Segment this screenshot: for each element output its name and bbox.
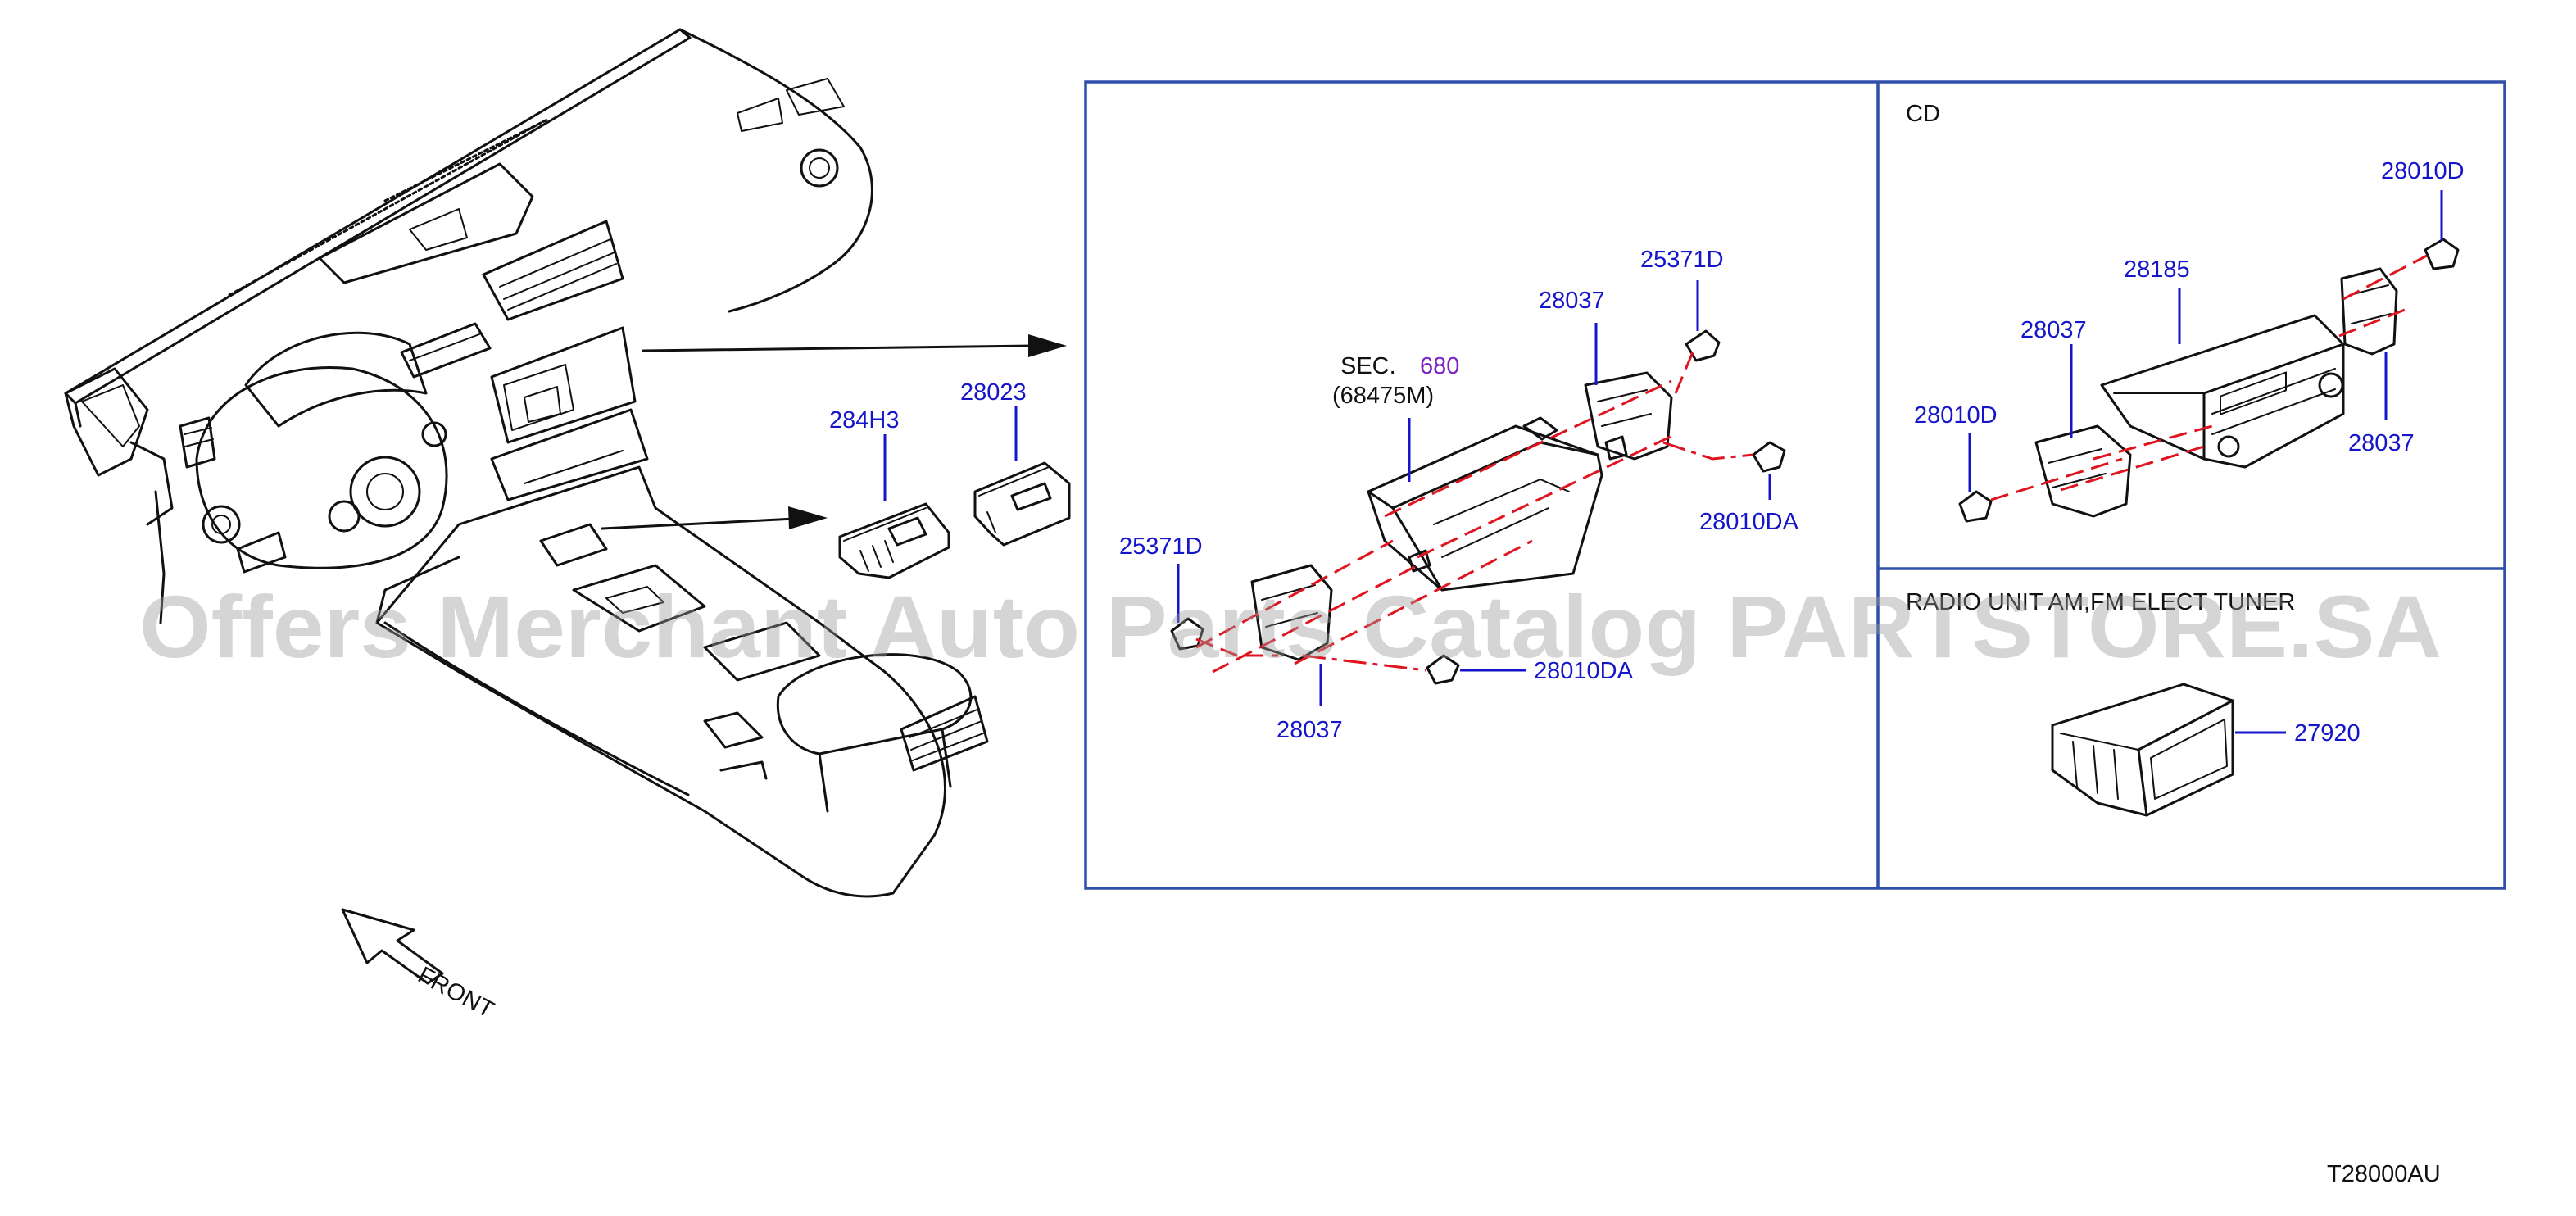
label-25371d-top: 25371D (1640, 247, 1724, 273)
label-cd-28037-right: 28037 (2348, 430, 2415, 456)
cd-title: CD (1906, 101, 1940, 127)
label-sec-ref: (68475M) (1332, 383, 1434, 409)
label-27920: 27920 (2294, 720, 2361, 746)
part-284h3: 284H3 (829, 407, 950, 579)
radio-panel: RADIO UNIT AM,FM ELECT TUNER 27920 (1906, 589, 2361, 817)
label-cd-28010d-top: 28010D (2381, 158, 2465, 184)
label-sec: SEC. (1340, 353, 1396, 379)
label-sec-number: 680 (1420, 353, 1459, 379)
label-25371d-left: 25371D (1119, 533, 1203, 560)
label-cd-28010d-left: 28010D (1914, 402, 1998, 429)
detail-frames (1084, 80, 2506, 890)
part-28023: 28023 (960, 379, 1071, 547)
watermark: Offers Merchant Auto Parts Catalog PARTS… (139, 577, 2442, 676)
main-assembly-detail: SEC. 680 (68475M) 28037 25371D 28010DA 2… (1119, 247, 1799, 743)
label-28010da-right: 28010DA (1699, 509, 1799, 535)
label-28185: 28185 (2124, 256, 2190, 283)
label-28023: 28023 (960, 379, 1027, 406)
label-28037-top: 28037 (1539, 288, 1605, 314)
label-cd-28037-left: 28037 (2020, 317, 2087, 343)
front-arrow: FRONT (341, 908, 498, 1023)
label-28010da-bottom: 28010DA (1534, 658, 1634, 684)
radio-title: RADIO UNIT AM,FM ELECT TUNER (1906, 589, 2295, 615)
front-label: FRONT (414, 962, 498, 1023)
cd-panel: CD 28185 28037 28037 28010D 28010D (1906, 101, 2465, 523)
label-28037-bottom: 28037 (1277, 717, 1343, 743)
diagram-code: T28000AU (2327, 1161, 2441, 1187)
pointer-arrows (601, 334, 1067, 530)
dashboard-illustration: FRONT (64, 28, 989, 1023)
label-284h3: 284H3 (829, 407, 899, 433)
